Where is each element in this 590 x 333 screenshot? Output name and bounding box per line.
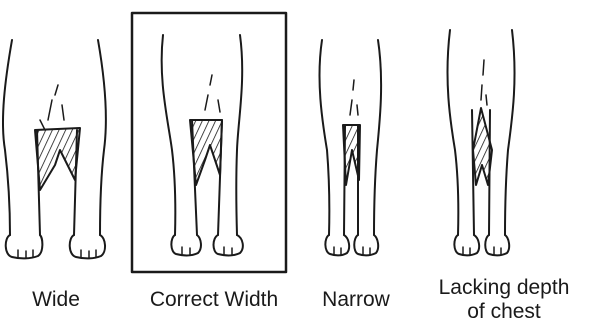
wide-front-legs-drawing [3,40,106,258]
label-narrow: Narrow [302,288,410,312]
label-lacking-line2: of chest [418,300,590,324]
label-wide: Wide [4,288,108,312]
correct-width-front-legs-drawing [132,13,286,272]
label-lacking-depth-of-chest: Lacking depth of chest [418,276,590,324]
label-lacking-line1: Lacking depth [439,276,570,299]
narrow-front-legs-drawing [319,40,381,255]
lacking-depth-front-legs-drawing [447,30,514,255]
label-correct-width: Correct Width [130,288,298,312]
